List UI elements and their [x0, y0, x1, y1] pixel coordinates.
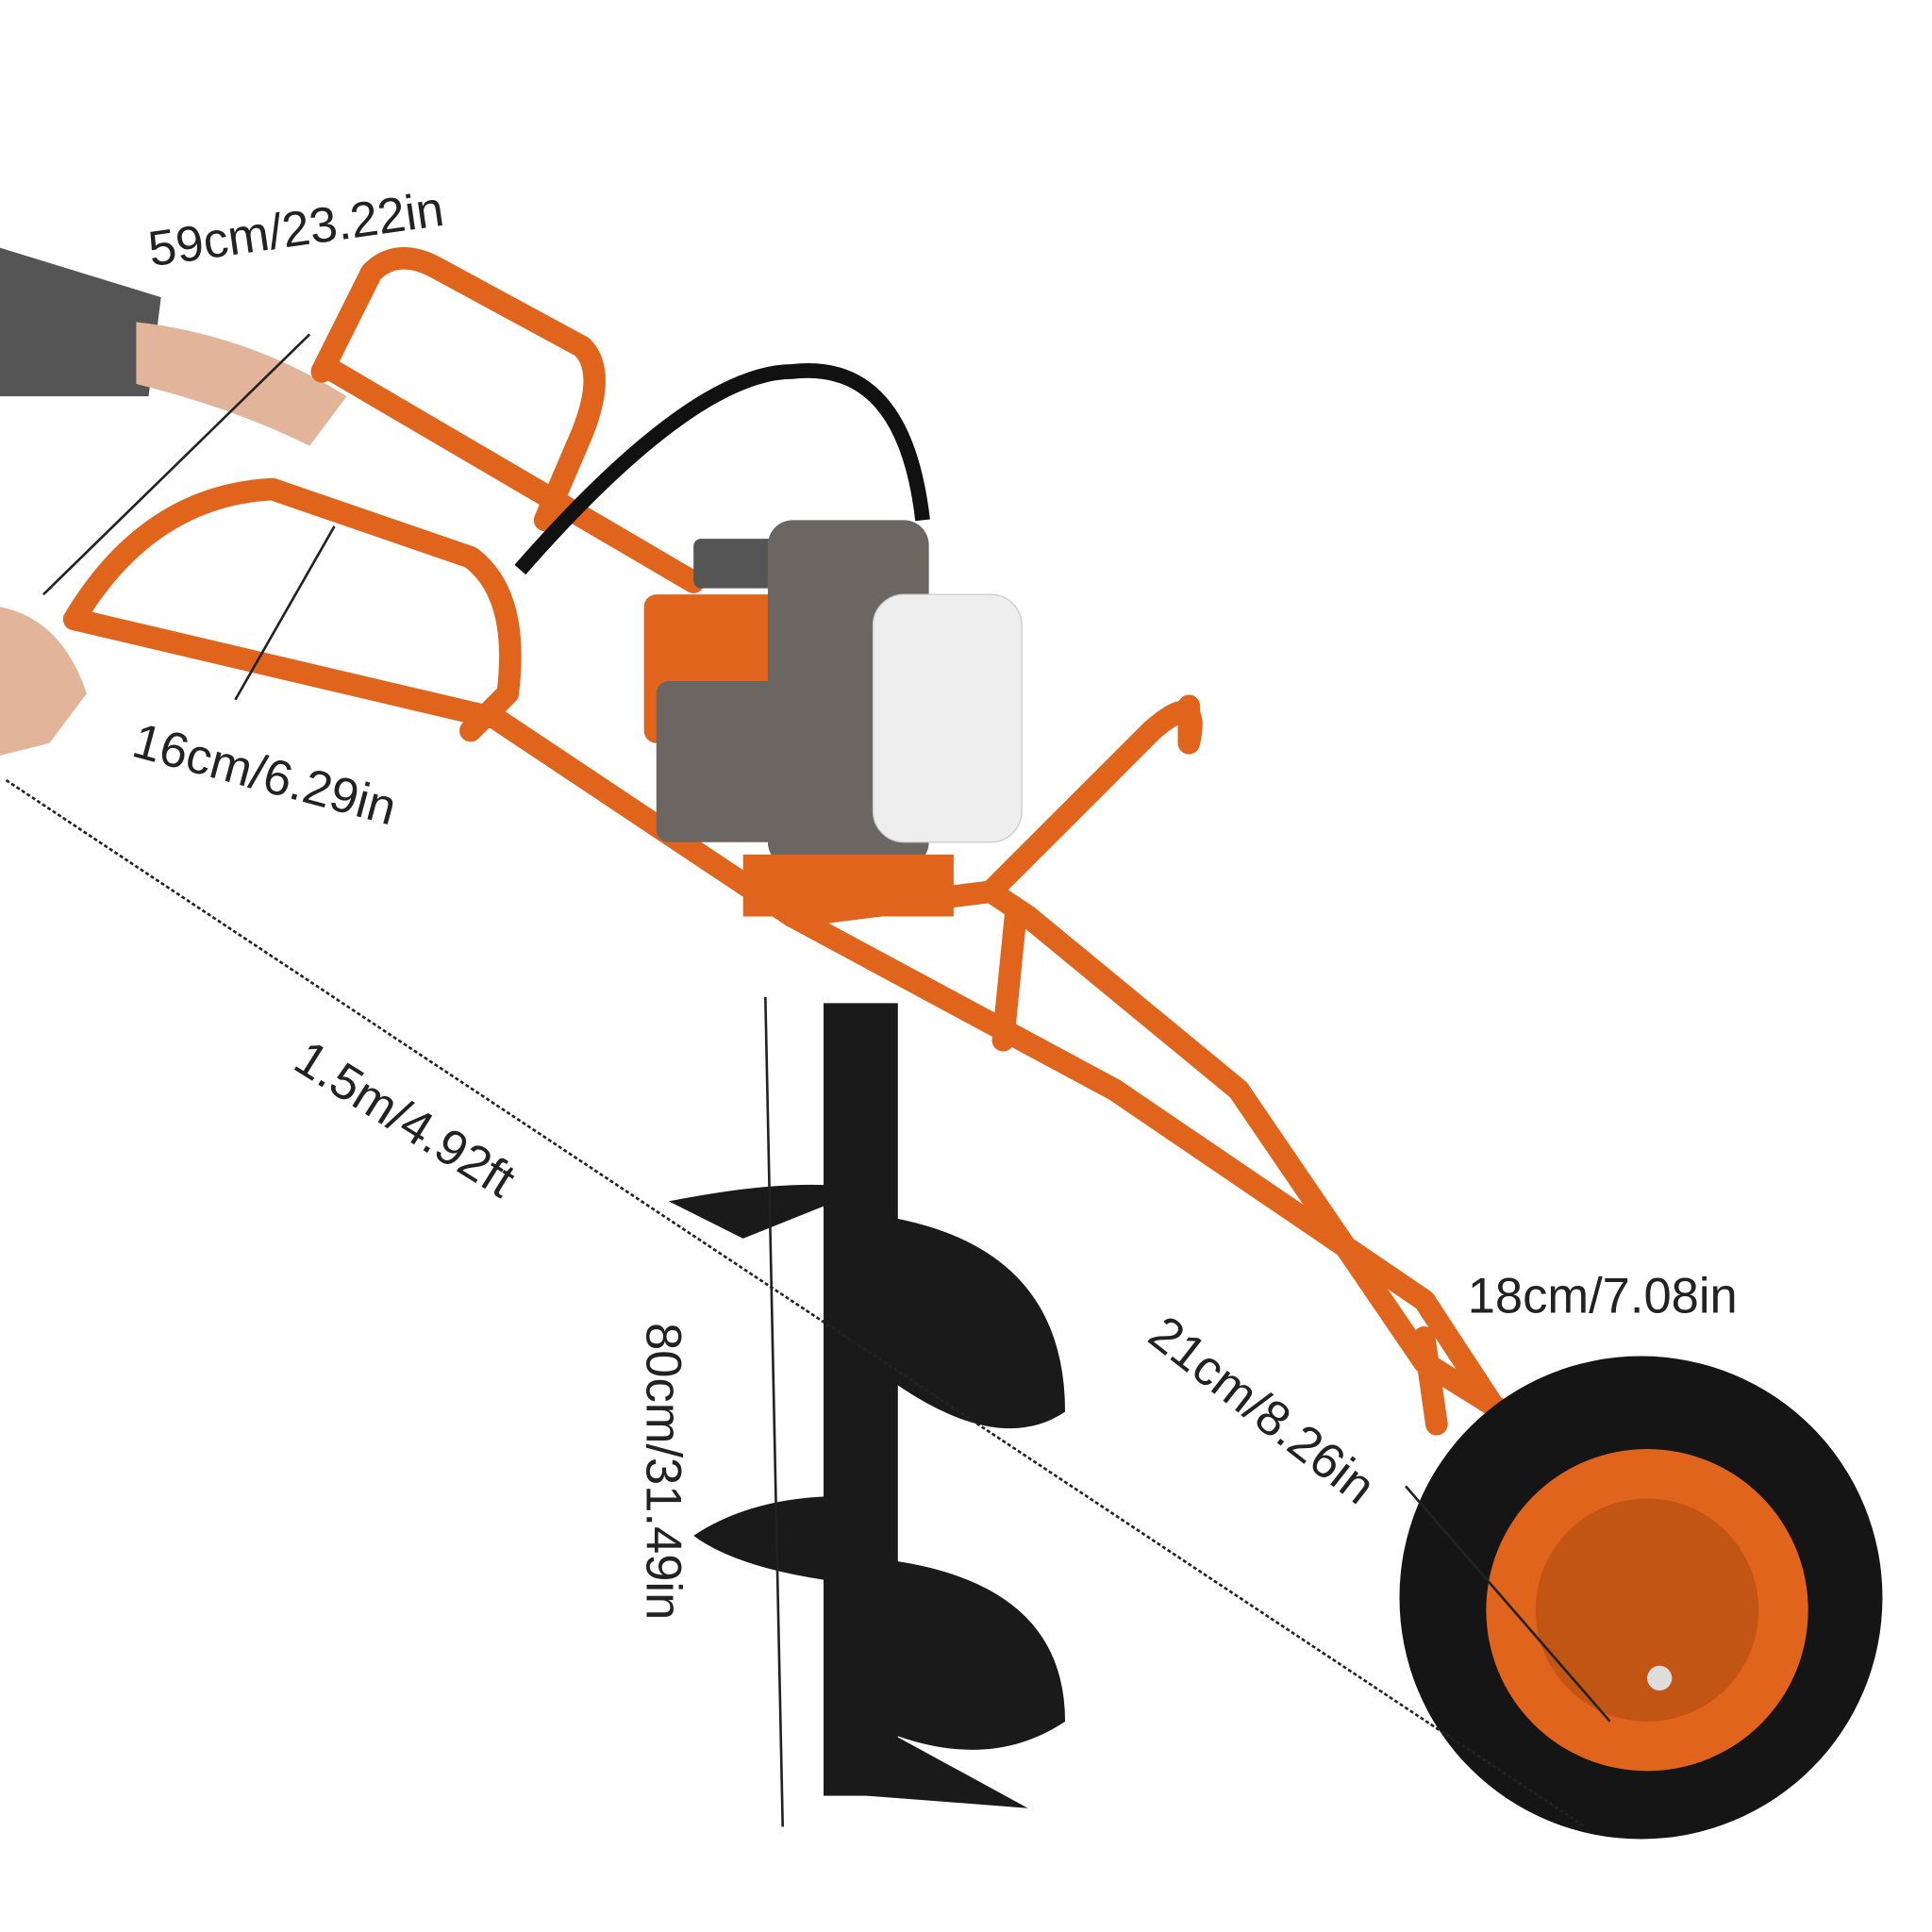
grip-height-label: 16cm/6.29in — [127, 712, 403, 836]
user-hand-bottom — [0, 607, 87, 756]
dimension-lines — [5, 333, 1611, 1828]
auger-length-label: 80cm/31.49in — [635, 1323, 691, 1620]
engine — [643, 520, 1023, 917]
total-length-label: 1.5m/4.92ft — [285, 1030, 525, 1208]
auger — [668, 1003, 1066, 1808]
auger-diameter-label: 18cm/7.08in — [1468, 1269, 1738, 1324]
user-arm-top — [0, 247, 161, 397]
wheel-diameter-label: 21cm/8.26in — [1139, 1305, 1386, 1515]
throttle-cable — [514, 363, 930, 575]
user-hand-top — [136, 322, 347, 446]
fuel-tank — [872, 593, 1023, 843]
wheel — [1399, 1356, 1883, 1840]
frame — [62, 247, 1671, 1671]
